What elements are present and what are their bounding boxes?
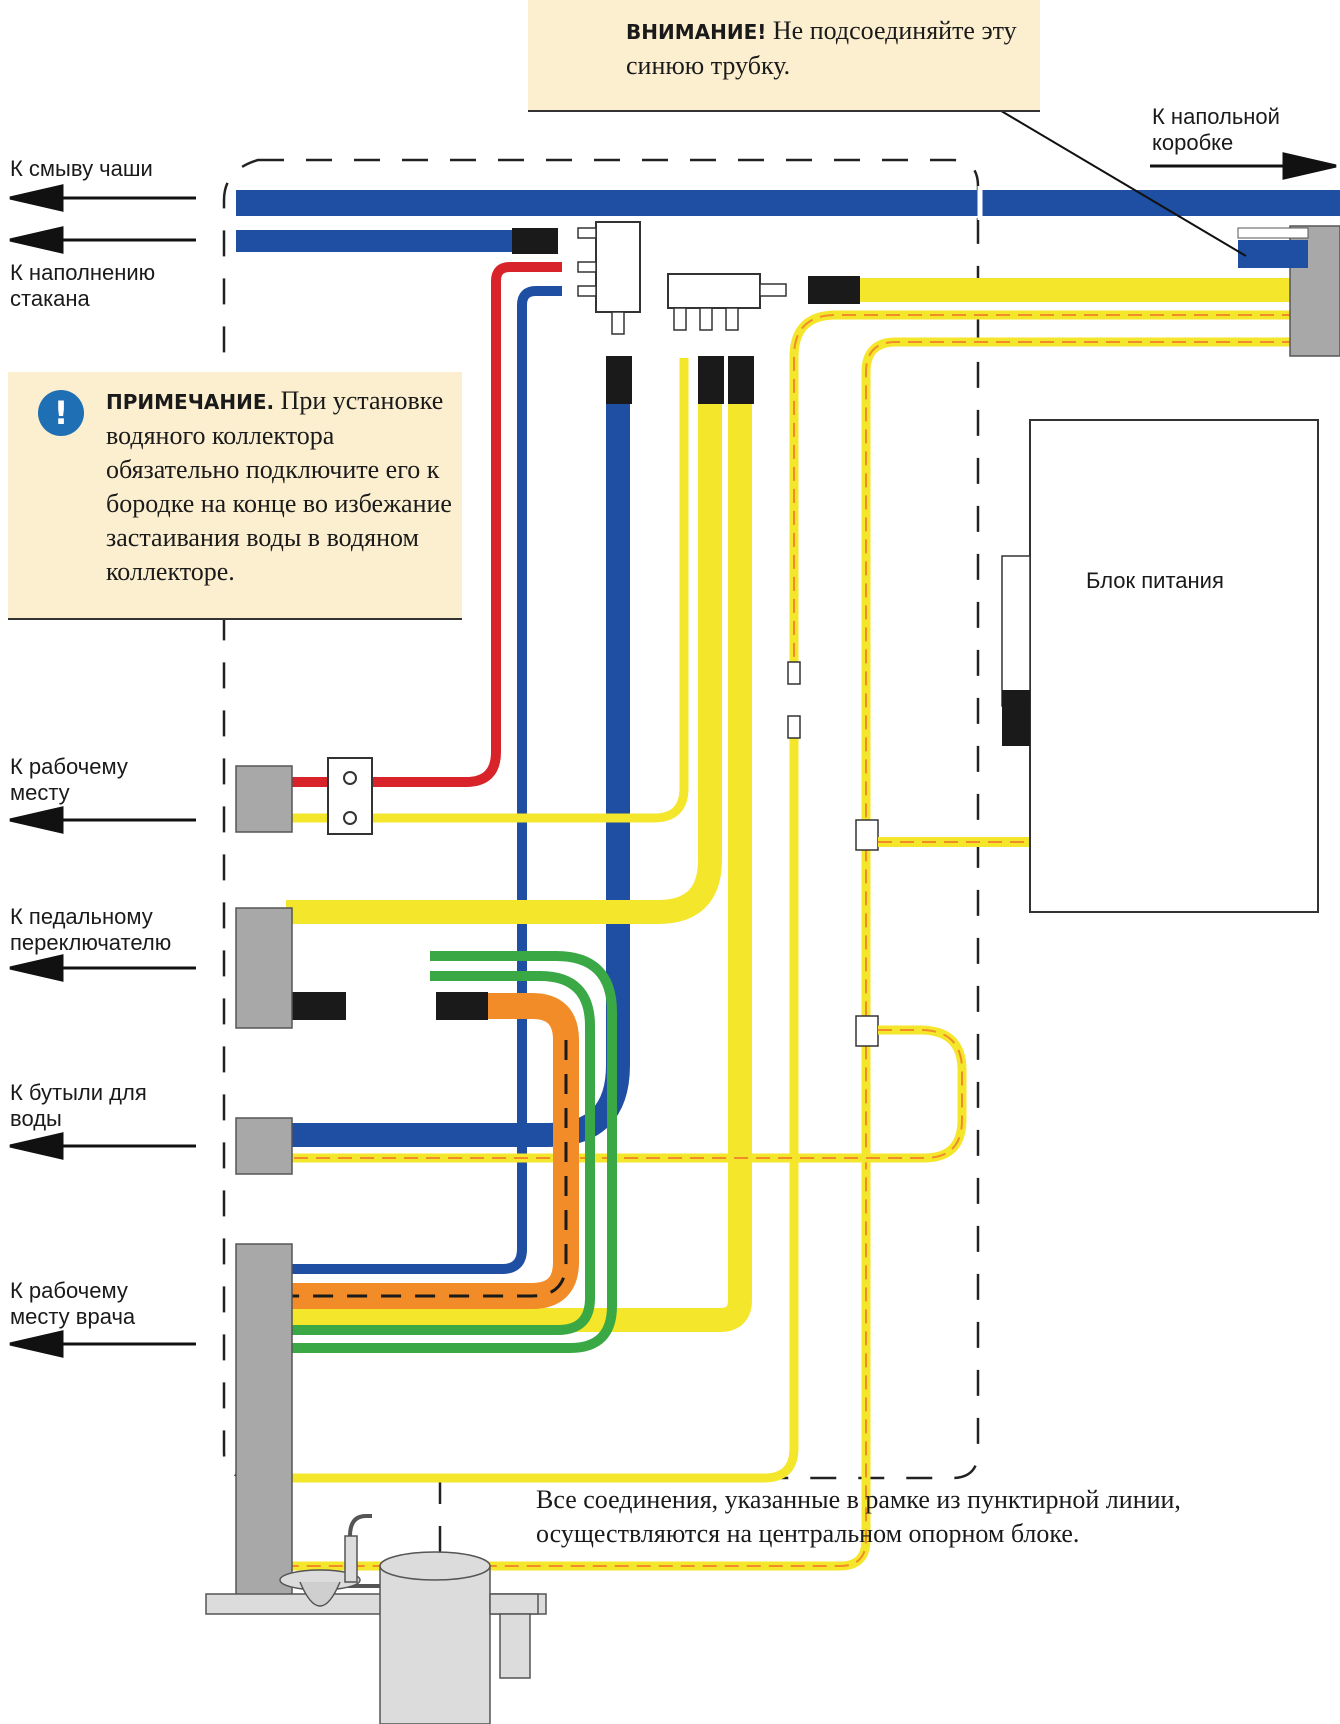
warning-title: ВНИМАНИЕ! (626, 20, 767, 44)
label-power-supply: Блок питания (1086, 568, 1224, 593)
power-supply-box (1029, 419, 1319, 913)
blue-cup-line (236, 230, 556, 252)
bottle-conduit (235, 1117, 293, 1175)
doctor-conduit (235, 1243, 293, 1605)
warning-text: Не подсоединяйте эту синюю трубку. (626, 16, 1017, 80)
blue-tube-vertical (286, 286, 562, 1274)
note-title: ПРИМЕЧАНИЕ. (106, 390, 275, 414)
warning-callout: ВНИМАНИЕ! Не подсоединяйте эту синюю тру… (528, 0, 1040, 112)
red-tube (286, 262, 562, 787)
yellow-striped-tube-2 (286, 337, 1340, 1571)
yellow-thick-tube-1 (286, 358, 722, 924)
blue-main-line (236, 190, 1340, 216)
label-bowl-flush: К смыву чаши (10, 156, 153, 181)
footnote: Все соединения, указанные в рамке из пун… (536, 1485, 1181, 1548)
workplace-conduit (235, 765, 293, 833)
note-callout: ! ПРИМЕЧАНИЕ. При установке водяного кол… (8, 372, 462, 620)
water-manifold (595, 221, 641, 313)
note-info-icon: ! (38, 390, 84, 436)
note-text: При установке водяного коллектора обязат… (106, 386, 452, 586)
pedal-conduit (235, 907, 293, 1029)
yellow-thick-tube-2 (286, 358, 752, 1332)
green-tube-2 (286, 971, 595, 1335)
dashed-boundary (222, 158, 980, 1480)
air-manifold (667, 273, 761, 309)
direction-arrows (9, 152, 1337, 1358)
green-tube-1 (286, 951, 617, 1353)
dental-unit-illustration (205, 1514, 547, 1724)
yellow-thin-tube (286, 358, 689, 823)
